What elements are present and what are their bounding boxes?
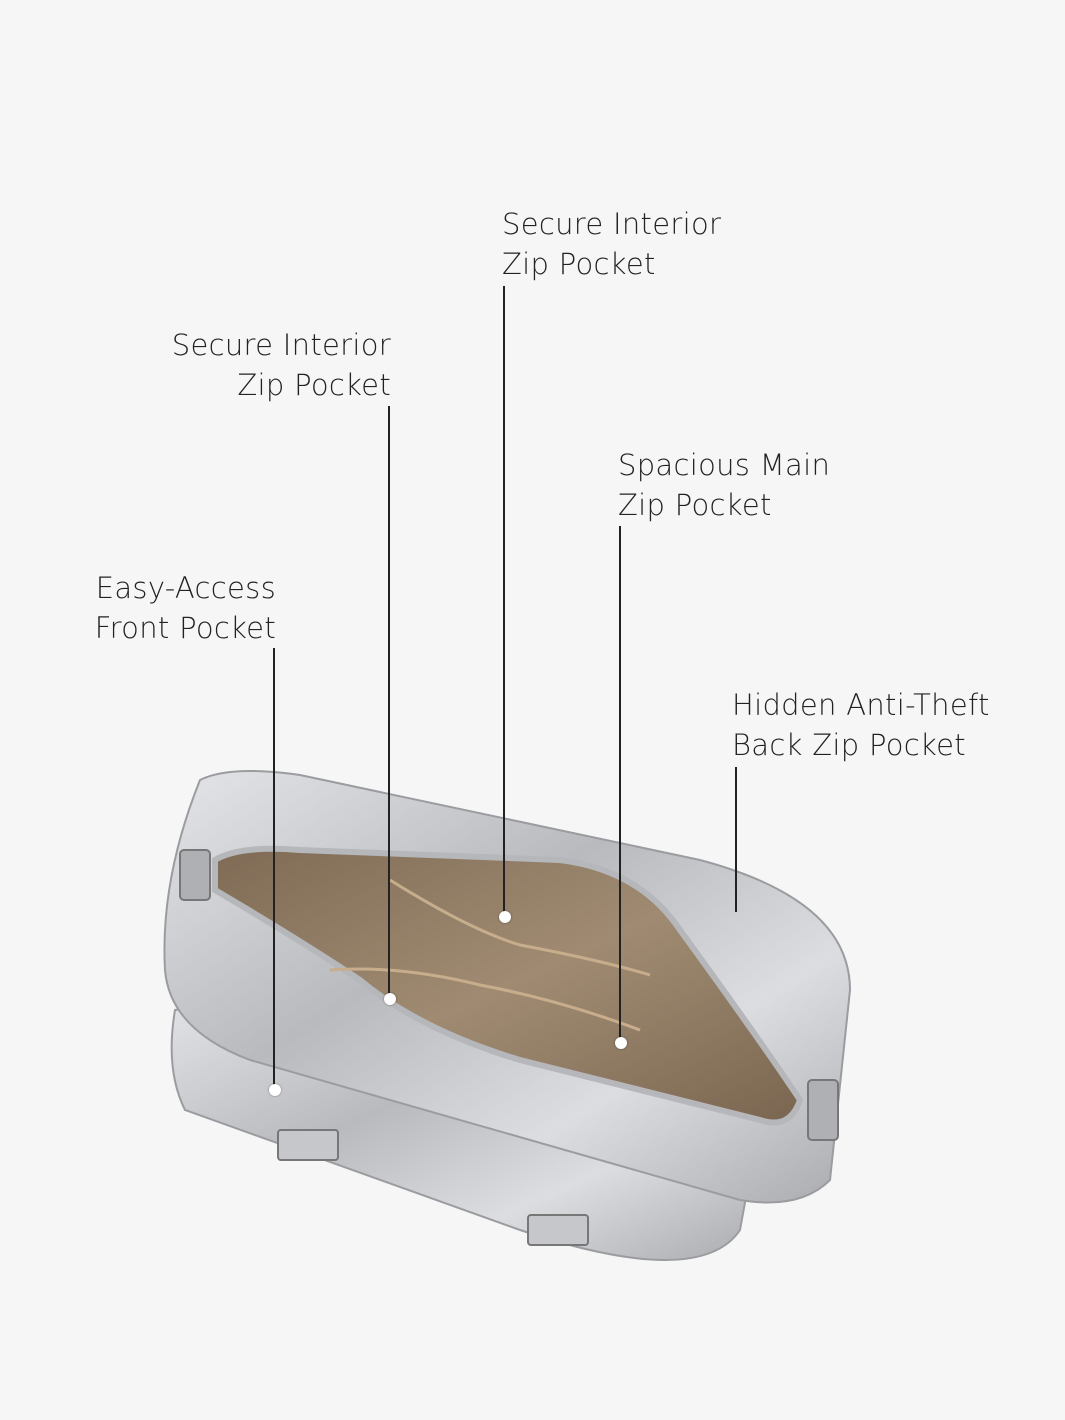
callout-line2: Front Pocket: [94, 611, 276, 645]
callout-dot-easy-access: [269, 1084, 281, 1096]
callout-dot-spacious-main: [615, 1037, 627, 1049]
callout-line1: Spacious Main: [618, 448, 831, 482]
leader-line-easy-access: [273, 648, 275, 1089]
callout-secure-interior-2: Secure Interior Zip Pocket: [172, 325, 391, 405]
callout-dot-secure-interior-1: [499, 911, 511, 923]
callout-line1: Hidden Anti-Theft: [732, 688, 990, 722]
callout-line1: Easy-Access: [95, 571, 276, 605]
callout-line2: Back Zip Pocket: [732, 728, 966, 762]
callout-spacious-main: Spacious Main Zip Pocket: [618, 445, 830, 525]
callout-secure-interior-1: Secure Interior Zip Pocket: [502, 204, 721, 284]
leader-line-secure-interior-1: [503, 286, 505, 916]
callout-easy-access: Easy-Access Front Pocket: [95, 568, 276, 648]
callout-dot-secure-interior-2: [384, 993, 396, 1005]
callout-line2: Zip Pocket: [502, 247, 656, 281]
callout-line2: Zip Pocket: [618, 488, 772, 522]
callout-line2: Zip Pocket: [237, 368, 391, 402]
leader-line-hidden-anti-theft: [735, 767, 737, 912]
leader-line-secure-interior-2: [388, 406, 390, 998]
callout-line1: Secure Interior: [171, 328, 391, 362]
callout-hidden-anti-theft: Hidden Anti-Theft Back Zip Pocket: [732, 685, 990, 765]
callout-line1: Secure Interior: [502, 207, 722, 241]
leader-line-spacious-main: [619, 526, 621, 1042]
